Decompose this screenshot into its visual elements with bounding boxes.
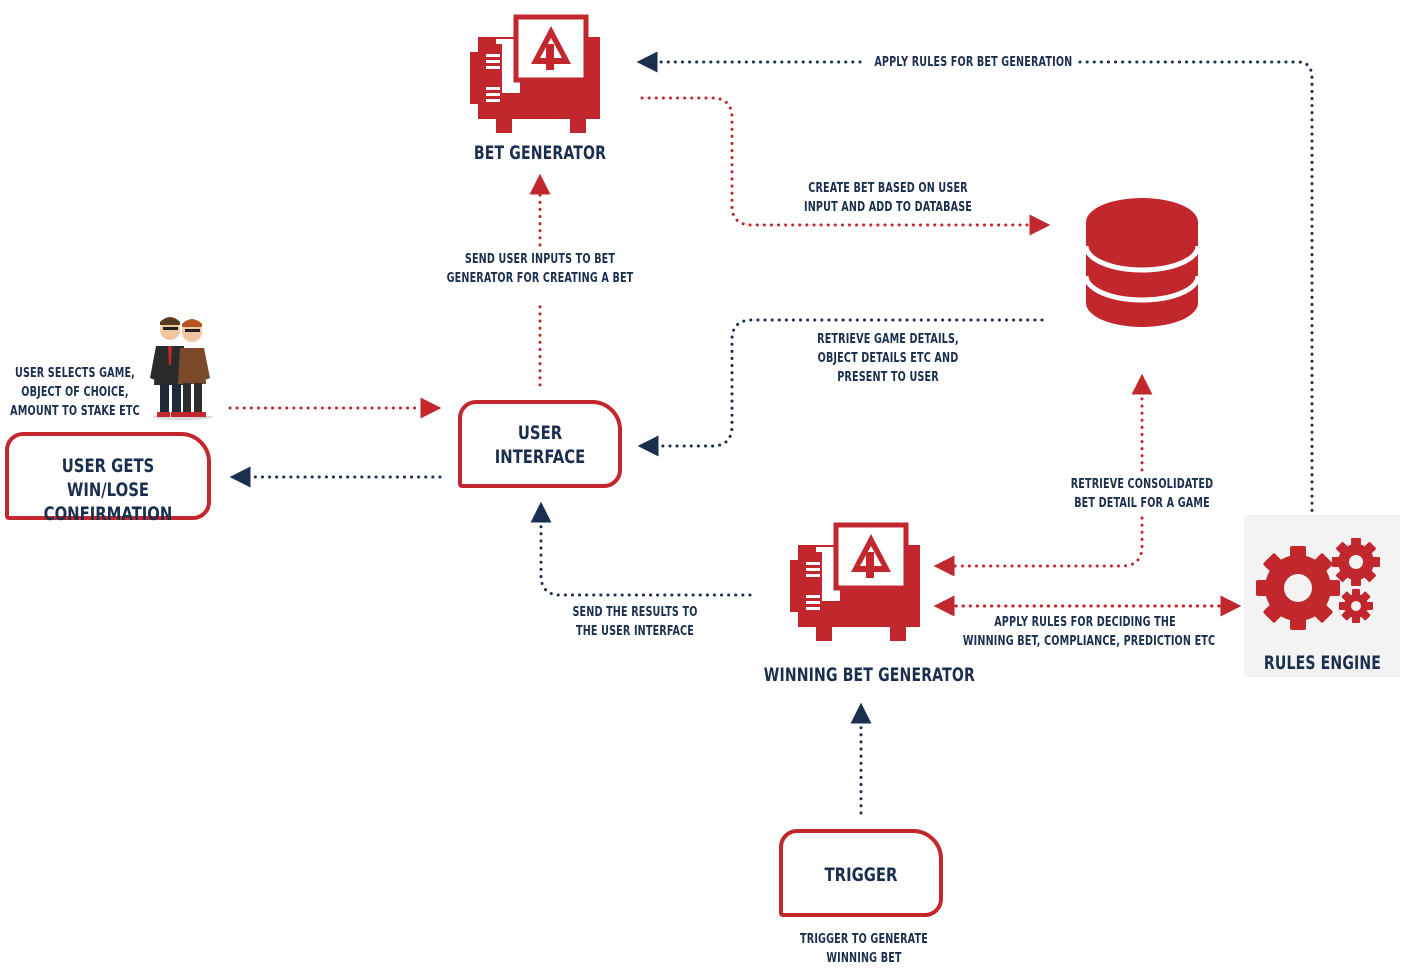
gears-icon xyxy=(1244,515,1400,677)
label-retrieve-game-details-line-3: present to user xyxy=(837,370,939,385)
edge-winning-to-ui xyxy=(530,501,752,597)
label-trigger-to-generate-line-2: winning bet xyxy=(826,951,902,966)
label-retrieve-game-details-line-2: Object Details etc and xyxy=(817,351,959,366)
winning-bet-generator-title: Winning Bet Generator xyxy=(763,663,975,687)
label-user-selects-line-1: User selects game, xyxy=(15,366,135,381)
trigger-label: Trigger xyxy=(800,863,922,887)
user-interface-box: User Interface xyxy=(458,400,622,488)
edge-winning-to-database xyxy=(933,373,1153,577)
trigger-box: Trigger xyxy=(779,829,943,917)
label-user-selects: User selects game, object of choice, amo… xyxy=(5,364,146,421)
label-retrieve-game-details-line-1: Retrieve Game Details, xyxy=(817,332,959,347)
winning-bet-generator-title-text: Winning Bet Generator xyxy=(763,664,975,686)
label-apply-rules-winning-line-2: winning bet, compliance, prediction etc xyxy=(962,634,1216,649)
user-interface-line-2: Interface xyxy=(494,446,586,468)
edge-rules-to-bet-generator xyxy=(636,51,1314,517)
label-apply-rules-bet-generation: Apply rules for Bet Generation xyxy=(874,53,1073,72)
winning-bet-generator-icon xyxy=(790,525,920,641)
label-user-selects-line-3: amount to stake etc xyxy=(10,404,140,419)
user-interface-label: User Interface xyxy=(479,421,601,469)
label-trigger-to-generate-line-1: Trigger to generate xyxy=(800,932,928,947)
bet-generator-title-text: Bet Generator xyxy=(473,142,607,164)
label-apply-rules-winning: Apply Rules for deciding the winning bet… xyxy=(962,613,1216,651)
label-create-bet-line-1: Create bet based on user xyxy=(808,181,968,196)
label-retrieve-consolidated-line-2: bet detail for a game xyxy=(1074,496,1210,511)
label-create-bet-line-2: input and add to Database xyxy=(803,200,973,215)
users-icon xyxy=(150,317,213,420)
edge-database-to-ui xyxy=(637,318,1044,457)
edge-create-bet xyxy=(640,96,1051,236)
user-confirmation-box: User gets win/lose confirmation xyxy=(5,432,211,525)
bet-generator-title: Bet Generator xyxy=(466,141,614,165)
label-send-results-line-2: the user interface xyxy=(576,624,694,639)
label-send-results: Send the results to the user interface xyxy=(554,603,717,641)
label-send-user-inputs: Send User Inputs to bet generator for cr… xyxy=(436,250,643,288)
label-send-user-inputs-line-2: generator for creating a bet xyxy=(446,271,634,286)
user-confirmation-line-2: confirmation xyxy=(43,503,173,525)
trigger-text: Trigger xyxy=(824,864,898,886)
bet-generator-icon xyxy=(470,17,600,133)
label-retrieve-consolidated: Retrieve Consolidated bet detail for a g… xyxy=(1053,475,1231,513)
user-confirmation-label: User gets win/lose confirmation xyxy=(31,454,185,526)
label-retrieve-consolidated-line-1: Retrieve Consolidated xyxy=(1070,477,1214,492)
user-confirmation-line-1: User gets win/lose xyxy=(61,455,155,501)
label-send-user-inputs-line-1: Send User Inputs to bet xyxy=(464,252,616,267)
rules-engine-title: Rules Engine xyxy=(1261,651,1383,675)
label-apply-rules-bet-generation-text: Apply rules for Bet Generation xyxy=(874,55,1073,70)
label-send-results-line-1: Send the results to xyxy=(572,605,698,620)
user-interface-line-1: User xyxy=(517,422,563,444)
label-trigger-to-generate: Trigger to generate winning bet xyxy=(783,930,946,968)
label-retrieve-game-details: Retrieve Game Details, Object Details et… xyxy=(792,330,984,387)
label-apply-rules-winning-line-1: Apply Rules for deciding the xyxy=(994,615,1176,630)
label-user-selects-line-2: object of choice, xyxy=(21,385,129,400)
rules-engine-title-text: Rules Engine xyxy=(1263,652,1382,674)
label-create-bet: Create bet based on user input and add t… xyxy=(793,179,982,217)
database-icon xyxy=(1083,198,1201,327)
